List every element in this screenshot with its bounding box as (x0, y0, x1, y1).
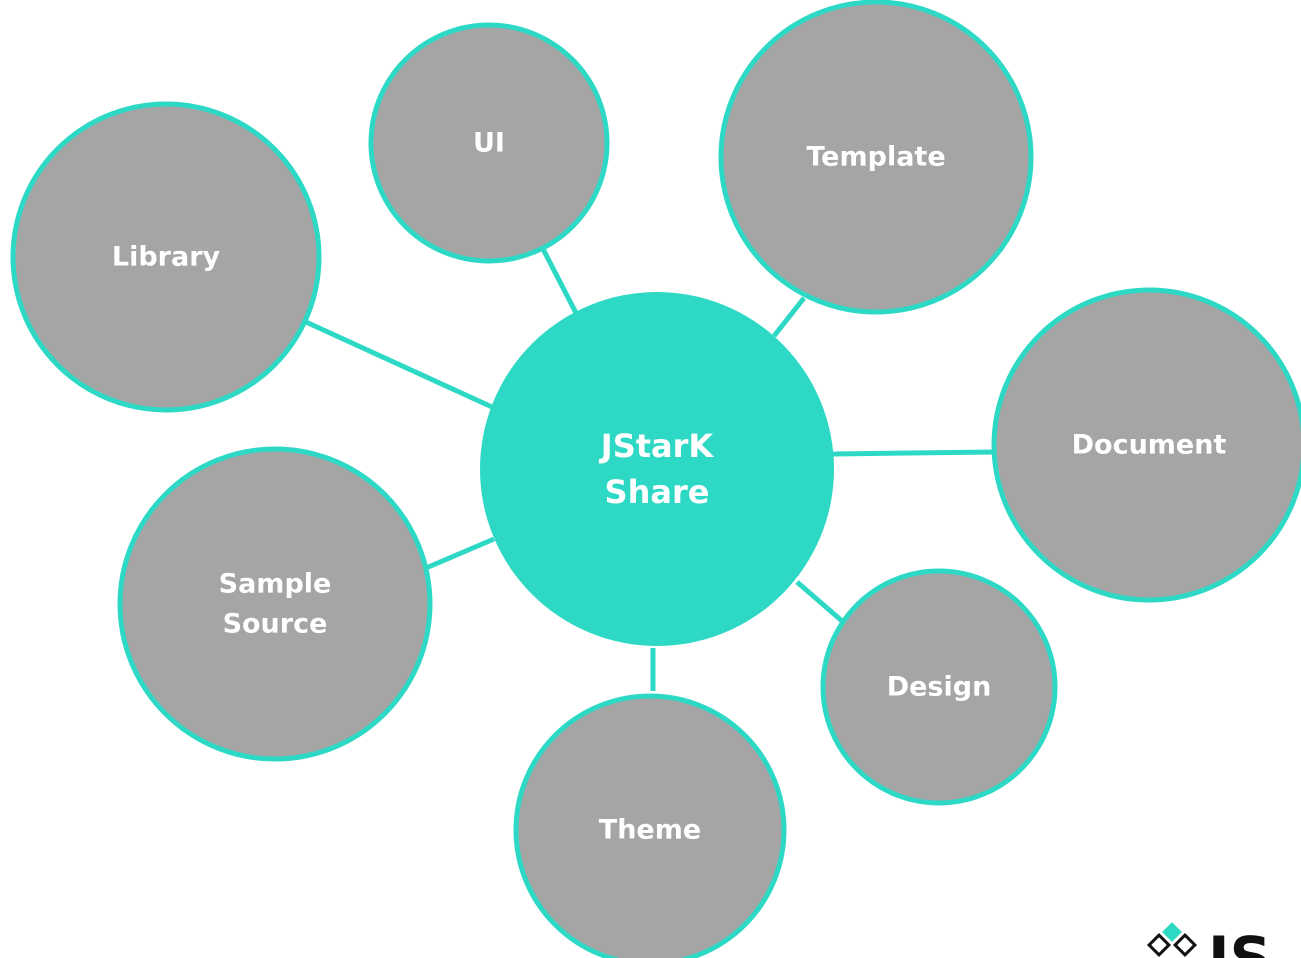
node-circle (513, 693, 787, 958)
connector-design (795, 580, 844, 623)
node-label: Design (887, 672, 992, 703)
node-theme: Theme (513, 693, 787, 958)
node-label: Template (806, 142, 945, 173)
node-label: Theme (599, 815, 701, 846)
node-label: UI (473, 128, 505, 159)
logo-text: JS (1204, 924, 1271, 958)
node-label: Share (605, 473, 710, 511)
connector-document (832, 449, 996, 457)
node-label: JStarK (599, 427, 715, 465)
node-template: Template (718, 0, 1034, 315)
node-circle (991, 287, 1301, 603)
node-circle (718, 0, 1034, 315)
node-library: Library (10, 101, 322, 413)
node-center: JStarK Share (480, 292, 834, 646)
diamond-cluster-icon (1146, 922, 1198, 958)
connectors (304, 245, 996, 691)
node-document: Document (991, 287, 1301, 603)
node-circle (368, 22, 610, 264)
node-label: Library (112, 242, 221, 273)
brand-logo: JS (1146, 922, 1271, 958)
node-circle (820, 568, 1058, 806)
connector-ui (539, 245, 579, 315)
connector-template (772, 296, 806, 338)
node-circle (117, 446, 433, 762)
node-design: Design (820, 568, 1058, 806)
node-label: Document (1072, 430, 1227, 461)
connector-sample-source (425, 536, 495, 571)
node-label: Source (223, 609, 328, 640)
node-circle (10, 101, 322, 413)
connector-library (304, 319, 494, 410)
nodes: JStarK Share Library UI TemplateDocumentDesi… (10, 0, 1301, 958)
node-label: Sample (219, 569, 332, 600)
center-circle (480, 292, 834, 646)
node-ui: UI (368, 22, 610, 264)
